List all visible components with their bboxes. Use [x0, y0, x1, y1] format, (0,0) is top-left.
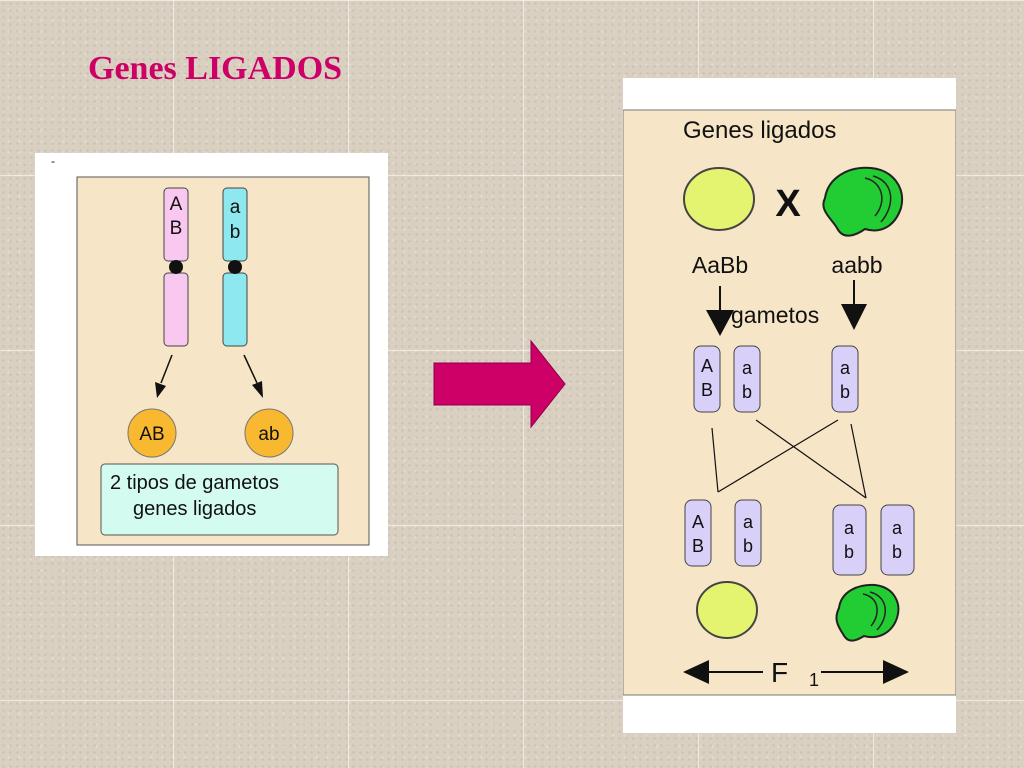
arrow-down-right: [243, 354, 263, 398]
wrinkled-seed-icon: [822, 166, 904, 237]
chromosome-2: a b: [222, 187, 248, 347]
linked-genes-chromosome-diagram: - A B a b AB: [35, 153, 388, 556]
svg-text:A: A: [701, 356, 713, 376]
arrow-down-left: [155, 354, 173, 398]
chromosome-1: A B: [163, 187, 189, 347]
linked-genes-cross-diagram: Genes ligados X AaBb aabb gametos A B: [623, 78, 956, 733]
svg-text:B: B: [692, 536, 704, 556]
gamete-chromosome: A B: [693, 345, 721, 413]
wrinkled-seed-icon: [835, 583, 900, 642]
caption-line-2: genes ligados: [133, 498, 256, 520]
f1-generation-arrow: [683, 660, 909, 684]
centromere-2: [228, 260, 242, 274]
offspring-chromosome: a b: [832, 504, 867, 576]
gamete-chromosome: a b: [733, 345, 761, 413]
cross-diagram-title: Genes ligados: [683, 117, 836, 144]
corner-mark: -: [51, 154, 55, 168]
gametes-label: gametos: [731, 302, 819, 328]
slide-title: Genes LIGADOS: [88, 50, 343, 87]
svg-text:AB: AB: [139, 424, 164, 445]
centromere-1: [169, 260, 183, 274]
svg-text:ab: ab: [258, 424, 279, 445]
offspring-chromosome: a b: [880, 504, 915, 576]
gamete-chromosome: a b: [831, 345, 859, 413]
allele-a: a: [230, 197, 241, 218]
svg-text:a: a: [840, 358, 851, 378]
svg-text:b: b: [743, 536, 753, 556]
fertilization-lines: [711, 419, 867, 499]
svg-text:a: a: [844, 518, 855, 538]
svg-text:b: b: [742, 382, 752, 402]
svg-text:b: b: [844, 542, 854, 562]
allele-A: A: [170, 194, 183, 215]
f1-label: F: [771, 657, 788, 688]
svg-text:b: b: [840, 382, 850, 402]
caption-line-1: 2 tipos de gametos: [110, 472, 279, 494]
smooth-seed-icon: [696, 581, 758, 639]
arrow-parent-1: [706, 286, 734, 336]
parent-genotype-1: AaBb: [692, 252, 748, 278]
allele-B: B: [170, 218, 183, 239]
gamete-ab: ab: [244, 408, 294, 458]
svg-text:b: b: [892, 542, 902, 562]
f1-subscript: 1: [809, 670, 819, 690]
smooth-seed-icon: [683, 167, 755, 231]
svg-text:A: A: [692, 512, 704, 532]
caption-box: 2 tipos de gametos genes ligados: [100, 463, 339, 536]
svg-text:a: a: [892, 518, 903, 538]
arrow-parent-2: [841, 280, 867, 330]
offspring-chromosome: a b: [734, 499, 762, 567]
gamete-AB: AB: [127, 408, 177, 458]
allele-b: b: [230, 222, 241, 243]
svg-text:B: B: [701, 380, 713, 400]
svg-text:a: a: [742, 358, 753, 378]
offspring-chromosome: A B: [684, 499, 712, 567]
cross-symbol: X: [775, 183, 801, 225]
parent-genotype-2: aabb: [831, 252, 882, 278]
svg-text:a: a: [743, 512, 754, 532]
